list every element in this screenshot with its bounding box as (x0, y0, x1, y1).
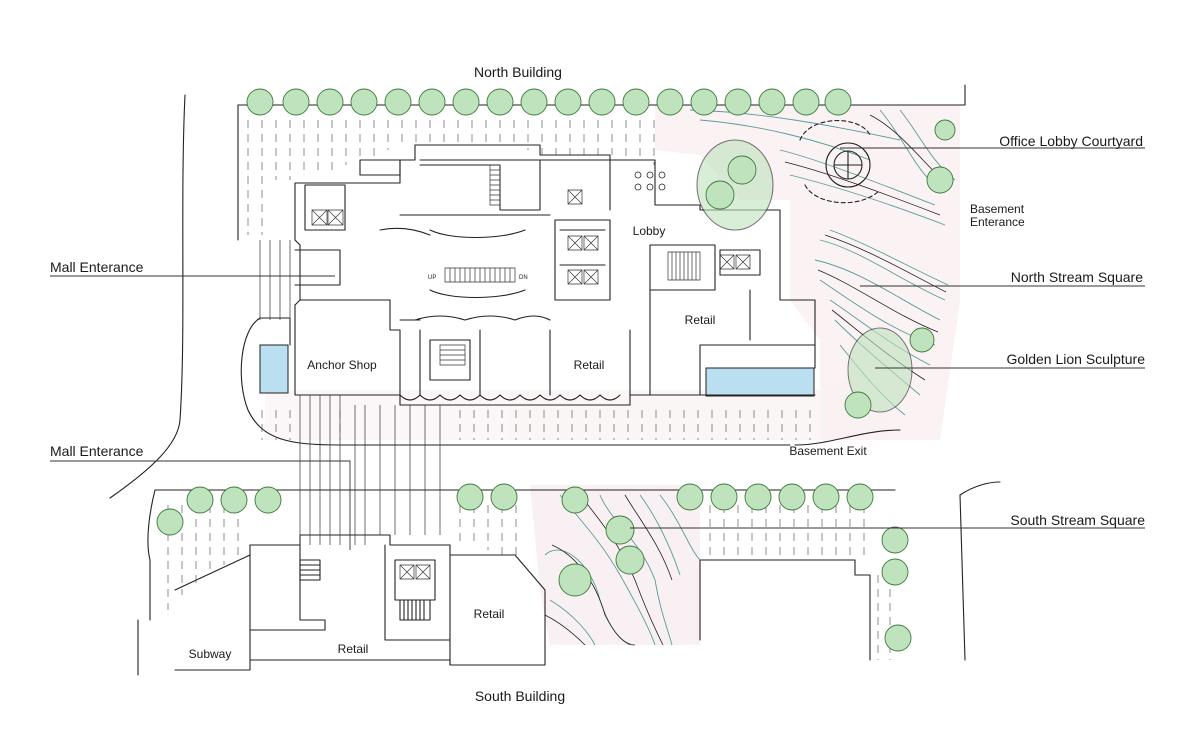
retail-north-east-label: Retail (685, 313, 716, 327)
water-feature-east (705, 367, 815, 397)
lobby-seating (634, 171, 666, 191)
tree (881, 558, 909, 586)
retail-south-east-label: Retail (474, 607, 505, 621)
tree (724, 88, 752, 116)
feature-trees (558, 119, 956, 597)
tree (884, 624, 912, 652)
tree (605, 515, 635, 545)
tree (846, 483, 874, 511)
tree (934, 119, 956, 141)
paving-stripes (167, 120, 891, 660)
tree (558, 563, 592, 597)
mall-entrance-corridor (259, 240, 441, 545)
tree (909, 327, 935, 353)
water-feature-west (259, 344, 289, 394)
leader-lines (50, 147, 1145, 550)
north-stream-lines (689, 109, 956, 416)
tree (656, 88, 684, 116)
tree (452, 88, 480, 116)
north-building-plan (294, 144, 816, 406)
tree (490, 483, 518, 511)
tree (456, 483, 484, 511)
golden-lion-sculpture-label: Golden Lion Sculpture (1006, 351, 1145, 367)
tree (622, 88, 650, 116)
tree (186, 486, 214, 514)
tree (418, 88, 446, 116)
north-building-label: North Building (474, 64, 562, 80)
basement-entrance-label-line2: Enterance (970, 215, 1025, 229)
tree (881, 526, 909, 554)
subway-label: Subway (189, 647, 232, 661)
north-stream-square-label: North Stream Square (1011, 269, 1143, 285)
anchor-shop-label: Anchor Shop (307, 358, 377, 372)
lobby-label: Lobby (633, 224, 666, 238)
tree (705, 180, 735, 210)
tree (554, 88, 582, 116)
retail-south-center-label: Retail (338, 642, 369, 656)
south-building-label: South Building (475, 688, 565, 704)
south-stream-square-label: South Stream Square (1010, 512, 1145, 528)
tree-row-north (246, 88, 852, 116)
tree (350, 88, 378, 116)
basement-exit-label: Basement Exit (789, 444, 867, 458)
south-stream-lines-ink (544, 494, 673, 646)
tree (220, 486, 248, 514)
tree (690, 88, 718, 116)
south-building-plan (174, 317, 871, 671)
tree-row-south (156, 483, 912, 652)
tree (316, 88, 344, 116)
stair-down-label: DN (519, 275, 528, 281)
elevator-symbols (311, 189, 751, 580)
tree (615, 545, 645, 575)
basement-entrance-label-line1: Basement (970, 202, 1025, 216)
tree (486, 88, 514, 116)
golden-lion-lawn (847, 327, 913, 413)
tree (588, 88, 616, 116)
tree (561, 486, 589, 514)
stair-hatches-north (439, 164, 701, 366)
tree (254, 486, 282, 514)
tree (744, 483, 772, 511)
tree (246, 88, 274, 116)
tree (824, 88, 852, 116)
tree (758, 88, 786, 116)
tree (778, 483, 806, 511)
tree (812, 483, 840, 511)
tree (844, 391, 872, 419)
tree (520, 88, 548, 116)
mall-entrance-west-label: Mall Enterance (50, 259, 144, 275)
mall-entrance-south-label: Mall Enterance (50, 443, 144, 459)
tree (156, 508, 184, 536)
tree (792, 88, 820, 116)
office-lobby-courtyard-label: Office Lobby Courtyard (999, 133, 1143, 149)
stair-up-label: UP (428, 275, 436, 281)
tree (676, 483, 704, 511)
tree (727, 155, 757, 185)
tree (384, 88, 412, 116)
tree (282, 88, 310, 116)
retail-north-center-label: Retail (574, 358, 605, 372)
tree (710, 483, 738, 511)
site-boundary (109, 84, 1001, 676)
tree (926, 166, 954, 194)
